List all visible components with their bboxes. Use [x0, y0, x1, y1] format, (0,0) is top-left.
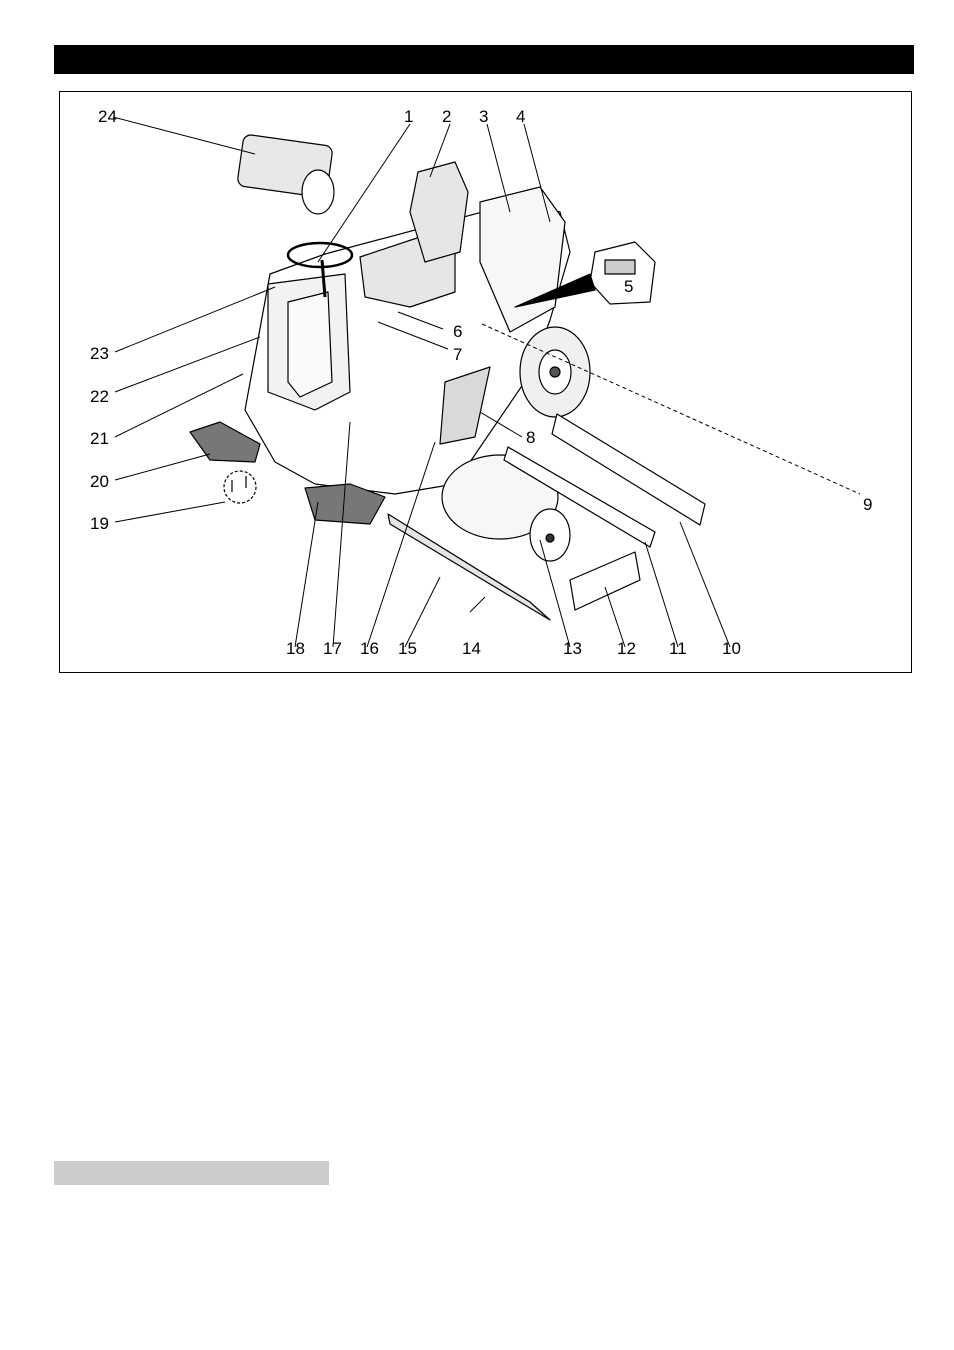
callout-18: 18	[286, 639, 305, 658]
sweeper-illustration: 24 1 2 3 4 5 6 7 8 9 10 11 12 13 14 15 1…	[60, 92, 913, 674]
section-footer-bar	[54, 1161, 329, 1185]
callout-3: 3	[479, 107, 488, 126]
callout-24: 24	[98, 107, 117, 126]
callout-6: 6	[453, 322, 462, 341]
callout-12: 12	[617, 639, 636, 658]
callout-1: 1	[404, 107, 413, 126]
callout-9: 9	[863, 495, 872, 514]
screws-detail	[224, 471, 256, 503]
callout-7: 7	[453, 345, 462, 364]
callout-21: 21	[90, 429, 109, 448]
callout-2: 2	[442, 107, 451, 126]
callout-20: 20	[90, 472, 109, 491]
callout-19: 19	[90, 514, 109, 533]
callout-14: 14	[462, 639, 481, 658]
callout-11: 11	[669, 639, 687, 658]
callout-22: 22	[90, 387, 109, 406]
sealing-strip-10	[552, 414, 705, 525]
callout-10: 10	[722, 639, 741, 658]
side-brush-left	[190, 422, 260, 462]
callout-16: 16	[360, 639, 379, 658]
callout-4: 4	[516, 107, 525, 126]
section-header-bar	[54, 45, 914, 74]
callout-23: 23	[90, 344, 109, 363]
sealing-strip-12	[570, 552, 640, 610]
callout-15: 15	[398, 639, 417, 658]
callout-8: 8	[526, 428, 535, 447]
callout-17: 17	[323, 639, 342, 658]
callout-5: 5	[624, 277, 633, 296]
callout-13: 13	[563, 639, 582, 658]
machine-overview-figure: 24 1 2 3 4 5 6 7 8 9 10 11 12 13 14 15 1…	[59, 91, 912, 673]
